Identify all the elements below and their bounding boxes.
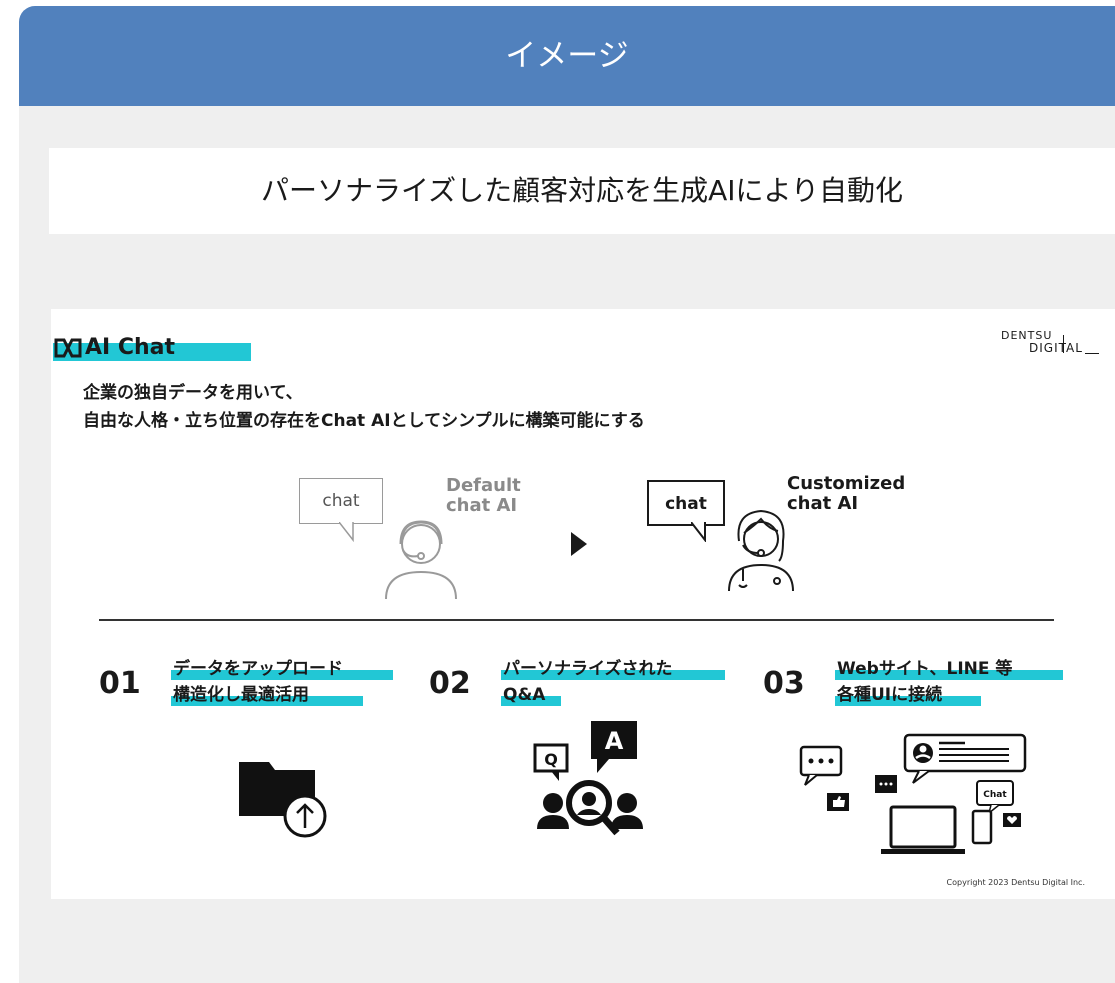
step-line-2: Q&A (503, 685, 546, 705)
arrow-right-icon (571, 532, 587, 556)
step-line-2: 各種UIに接続 (837, 685, 943, 705)
step-highlight (171, 670, 393, 680)
step-line-2: 構造化し最適活用 (173, 685, 309, 705)
ui-channels-icon: Chat (799, 733, 1027, 854)
default-label-line-2: chat AI (446, 495, 518, 516)
default-label: Default chat AI (446, 476, 521, 516)
custom-label-line-1: Customized (787, 473, 906, 494)
step-highlight (171, 696, 363, 706)
step-highlight (835, 670, 1063, 680)
copyright: Copyright 2023 Dentsu Digital Inc. (946, 878, 1085, 887)
lead-line-1: 企業の独自データを用いて、 (83, 383, 303, 403)
step-line-1: Webサイト、LINE 等 (837, 659, 1013, 679)
chat-bubble-text: Chat (983, 790, 1007, 800)
custom-bubble-tail-icon (691, 522, 706, 542)
step-line-1: パーソナライズされた (503, 659, 673, 679)
subtitle-banner: パーソナライズした顧客対応を生成AIにより自動化 (49, 148, 1115, 234)
customer-support-person-icon (728, 509, 794, 592)
step-highlight (501, 696, 561, 706)
a-text: A (605, 727, 624, 755)
lead-line-2: 自由な人格・立ち位置の存在をChat AIとしてシンプルに構築可能にする (83, 411, 645, 431)
section-header: イメージ (19, 6, 1115, 106)
qa-search-people-icon: Q A (533, 721, 643, 836)
default-bubble-tail-icon (339, 522, 354, 542)
default-chat-bubble: chat (299, 478, 383, 524)
default-label-line-1: Default (446, 475, 521, 496)
step-number: 01 (99, 666, 141, 701)
brand-bottom: DIGITAL (1029, 341, 1083, 355)
divider (99, 619, 1054, 621)
brand-top: DENTSU (1001, 329, 1053, 342)
logo-highlight (53, 343, 251, 361)
operator-person-icon (385, 520, 457, 600)
step-number: 03 (763, 666, 805, 701)
custom-label: Customized chat AI (787, 474, 905, 514)
step-number: 02 (429, 666, 471, 701)
content-panel: イメージ パーソナライズした顧客対応を生成AIにより自動化 AI Chat DE… (19, 6, 1115, 983)
step-highlight (501, 670, 725, 680)
folder-upload-icon (239, 762, 327, 838)
step-line-1: データをアップロード (173, 659, 343, 679)
logo-mark-icon (54, 338, 82, 358)
logo-text: AI Chat (85, 335, 176, 360)
step-highlight (835, 696, 981, 706)
dentsu-digital-logo: DENTSU DIGITAL (1001, 329, 1099, 359)
slide-image: AI Chat DENTSU DIGITAL 企業の独自データを用いて、 自由な… (51, 309, 1115, 899)
custom-label-line-2: chat AI (787, 493, 859, 514)
custom-chat-bubble: chat (647, 480, 725, 526)
lead-text: 企業の独自データを用いて、 自由な人格・立ち位置の存在をChat AIとしてシン… (83, 379, 645, 435)
q-text: Q (544, 750, 558, 769)
